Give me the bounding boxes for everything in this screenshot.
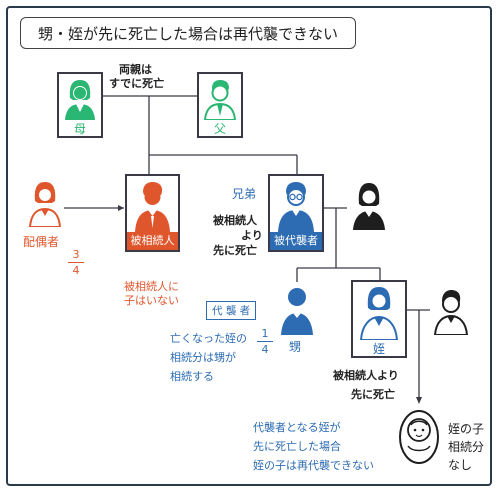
arrow-child [416,397,422,404]
sibling-note-line2: より [241,229,263,242]
sibling-spouse-figure [349,180,389,234]
nephew-label: 甥 [289,340,302,354]
mother-box: 母 [57,72,103,138]
diagram-frame [6,6,492,486]
niece-child-note-line1: 姪の子 [448,422,485,436]
mother-label: 母 [73,122,86,136]
spouse-figure [26,179,64,231]
diagram-title: 甥・姪が先に死亡した場合は再代襲できない [20,17,356,49]
male-person-icon [281,288,313,335]
nephew-note-line2: 相続分は甥が [170,351,236,364]
male-person-icon [203,80,237,120]
male-person-icon [135,182,170,232]
spouse-label: 配偶者 [23,235,60,249]
female-person-icon [359,287,399,340]
representative-badge: 代 襲 者 [206,301,257,320]
father-label: 父 [213,122,226,136]
niece-label: 姪 [372,342,385,356]
niece-child-note-line3: なし [448,458,473,472]
female-person-icon [65,80,95,120]
bottom-note-line3: 姪の子は再代襲できない [253,459,374,472]
male-person-icon [433,290,469,336]
spouse-share-denominator: 4 [72,264,80,277]
spouse-share-numerator: 3 [72,248,80,261]
father-box: 父 [197,72,243,138]
niece-note-line1: 被相続人より [333,369,399,382]
sibling-note-line1: 被相続人 [213,214,257,227]
niece-box: 姪 [351,280,407,358]
nephew-share-numerator: 1 [261,327,269,340]
niece-child-figure [397,408,441,470]
nephew-figure [276,283,318,339]
nephew-share: 1 4 [257,327,273,356]
male-glasses-person-icon [278,182,314,232]
baby-icon [399,410,439,464]
niece-spouse-figure [432,287,470,339]
spouse-share: 3 4 [68,248,84,277]
bottom-note-line2: 先に死亡した場合 [253,440,341,453]
sibling-box: 被代襲者 [268,174,324,252]
nephew-share-denominator: 4 [261,343,269,356]
female-person-icon [28,182,62,228]
no-child-note-line2: 子はいない [124,294,179,307]
arrow-spouse [118,205,124,211]
nephew-note-line1: 亡くなった姪の [170,332,247,345]
sibling-caption: 兄弟 [232,187,257,201]
parents-note-line2: すでに死亡 [109,77,165,90]
bottom-note-line1: 代襲者となる姪が [253,421,341,434]
niece-note-line2: 先に死亡 [351,388,395,401]
sibling-note-line3: 先に死亡 [213,244,257,257]
female-person-icon [353,183,385,230]
parents-note-line1: 両親は [119,63,152,76]
decedent-box: 被相続人 [125,174,180,252]
sibling-label: 被代襲者 [270,232,322,250]
decedent-label: 被相続人 [127,232,178,250]
niece-child-note-line2: 相続分 [448,440,485,454]
nephew-note-line3: 相続する [170,370,214,383]
no-child-note-line1: 被相続人に [124,280,179,293]
